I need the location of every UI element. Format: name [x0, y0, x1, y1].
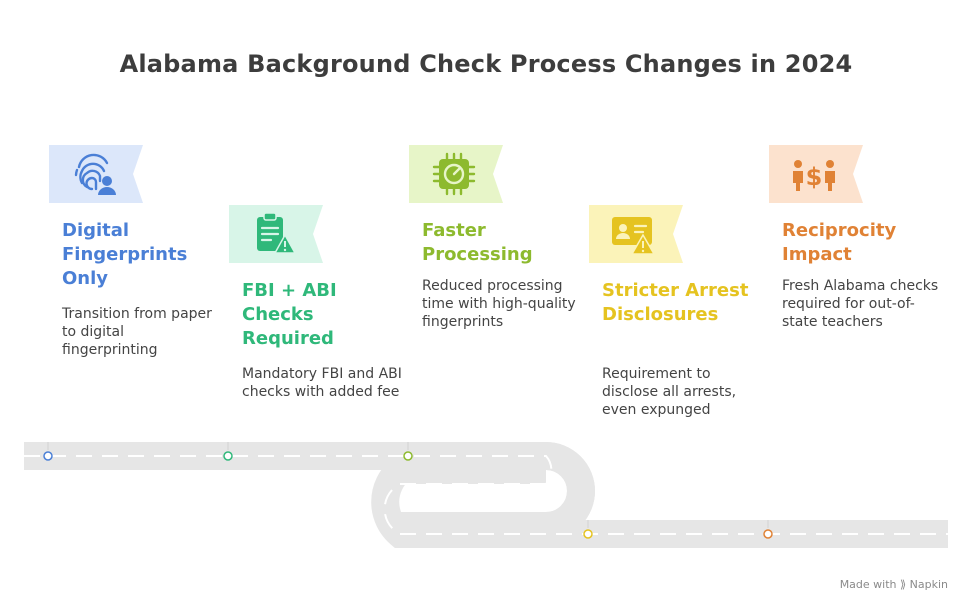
step-description: Reduced processing time with high-qualit…	[422, 278, 576, 330]
marker-5	[763, 520, 773, 539]
svg-text:$: $	[806, 163, 823, 191]
page-title: Alabama Background Check Process Changes…	[119, 50, 853, 78]
step-flag	[409, 145, 503, 203]
people-money-icon: $	[793, 160, 835, 191]
step-description: Transition from paper to digital fingerp…	[62, 306, 212, 358]
marker-3	[403, 442, 413, 461]
step-title: Reciprocity Impact	[782, 220, 897, 265]
napkin-logo-icon: ⟫	[900, 578, 907, 591]
step-title: Stricter Arrest Disclosures	[602, 280, 749, 325]
step-flag	[589, 205, 683, 263]
id-card-warning-icon	[612, 217, 656, 255]
footer-brand: Napkin	[909, 578, 948, 591]
step-description: Mandatory FBI and ABI checks with added …	[242, 366, 402, 400]
step-title: Faster Processing	[422, 220, 533, 265]
fingerprint-user-icon	[74, 153, 116, 195]
step-flag	[49, 145, 143, 203]
marker-1	[43, 442, 53, 461]
step-description: Requirement to disclose all arrests, eve…	[602, 366, 737, 418]
step-flag: $	[769, 145, 863, 203]
step-description: Fresh Alabama checks required for out-of…	[782, 278, 939, 330]
marker-4	[583, 520, 593, 539]
marker-2	[223, 442, 233, 461]
processor-chip-icon	[432, 152, 476, 196]
step-title: Digital Fingerprints Only	[62, 220, 188, 289]
step-flag	[229, 205, 323, 263]
step-title: FBI + ABI Checks Required	[242, 280, 337, 349]
footer-made-with: Made with	[839, 578, 897, 591]
clipboard-warning-icon	[257, 212, 297, 254]
footer-watermark: Made with ⟫ Napkin	[840, 578, 948, 591]
